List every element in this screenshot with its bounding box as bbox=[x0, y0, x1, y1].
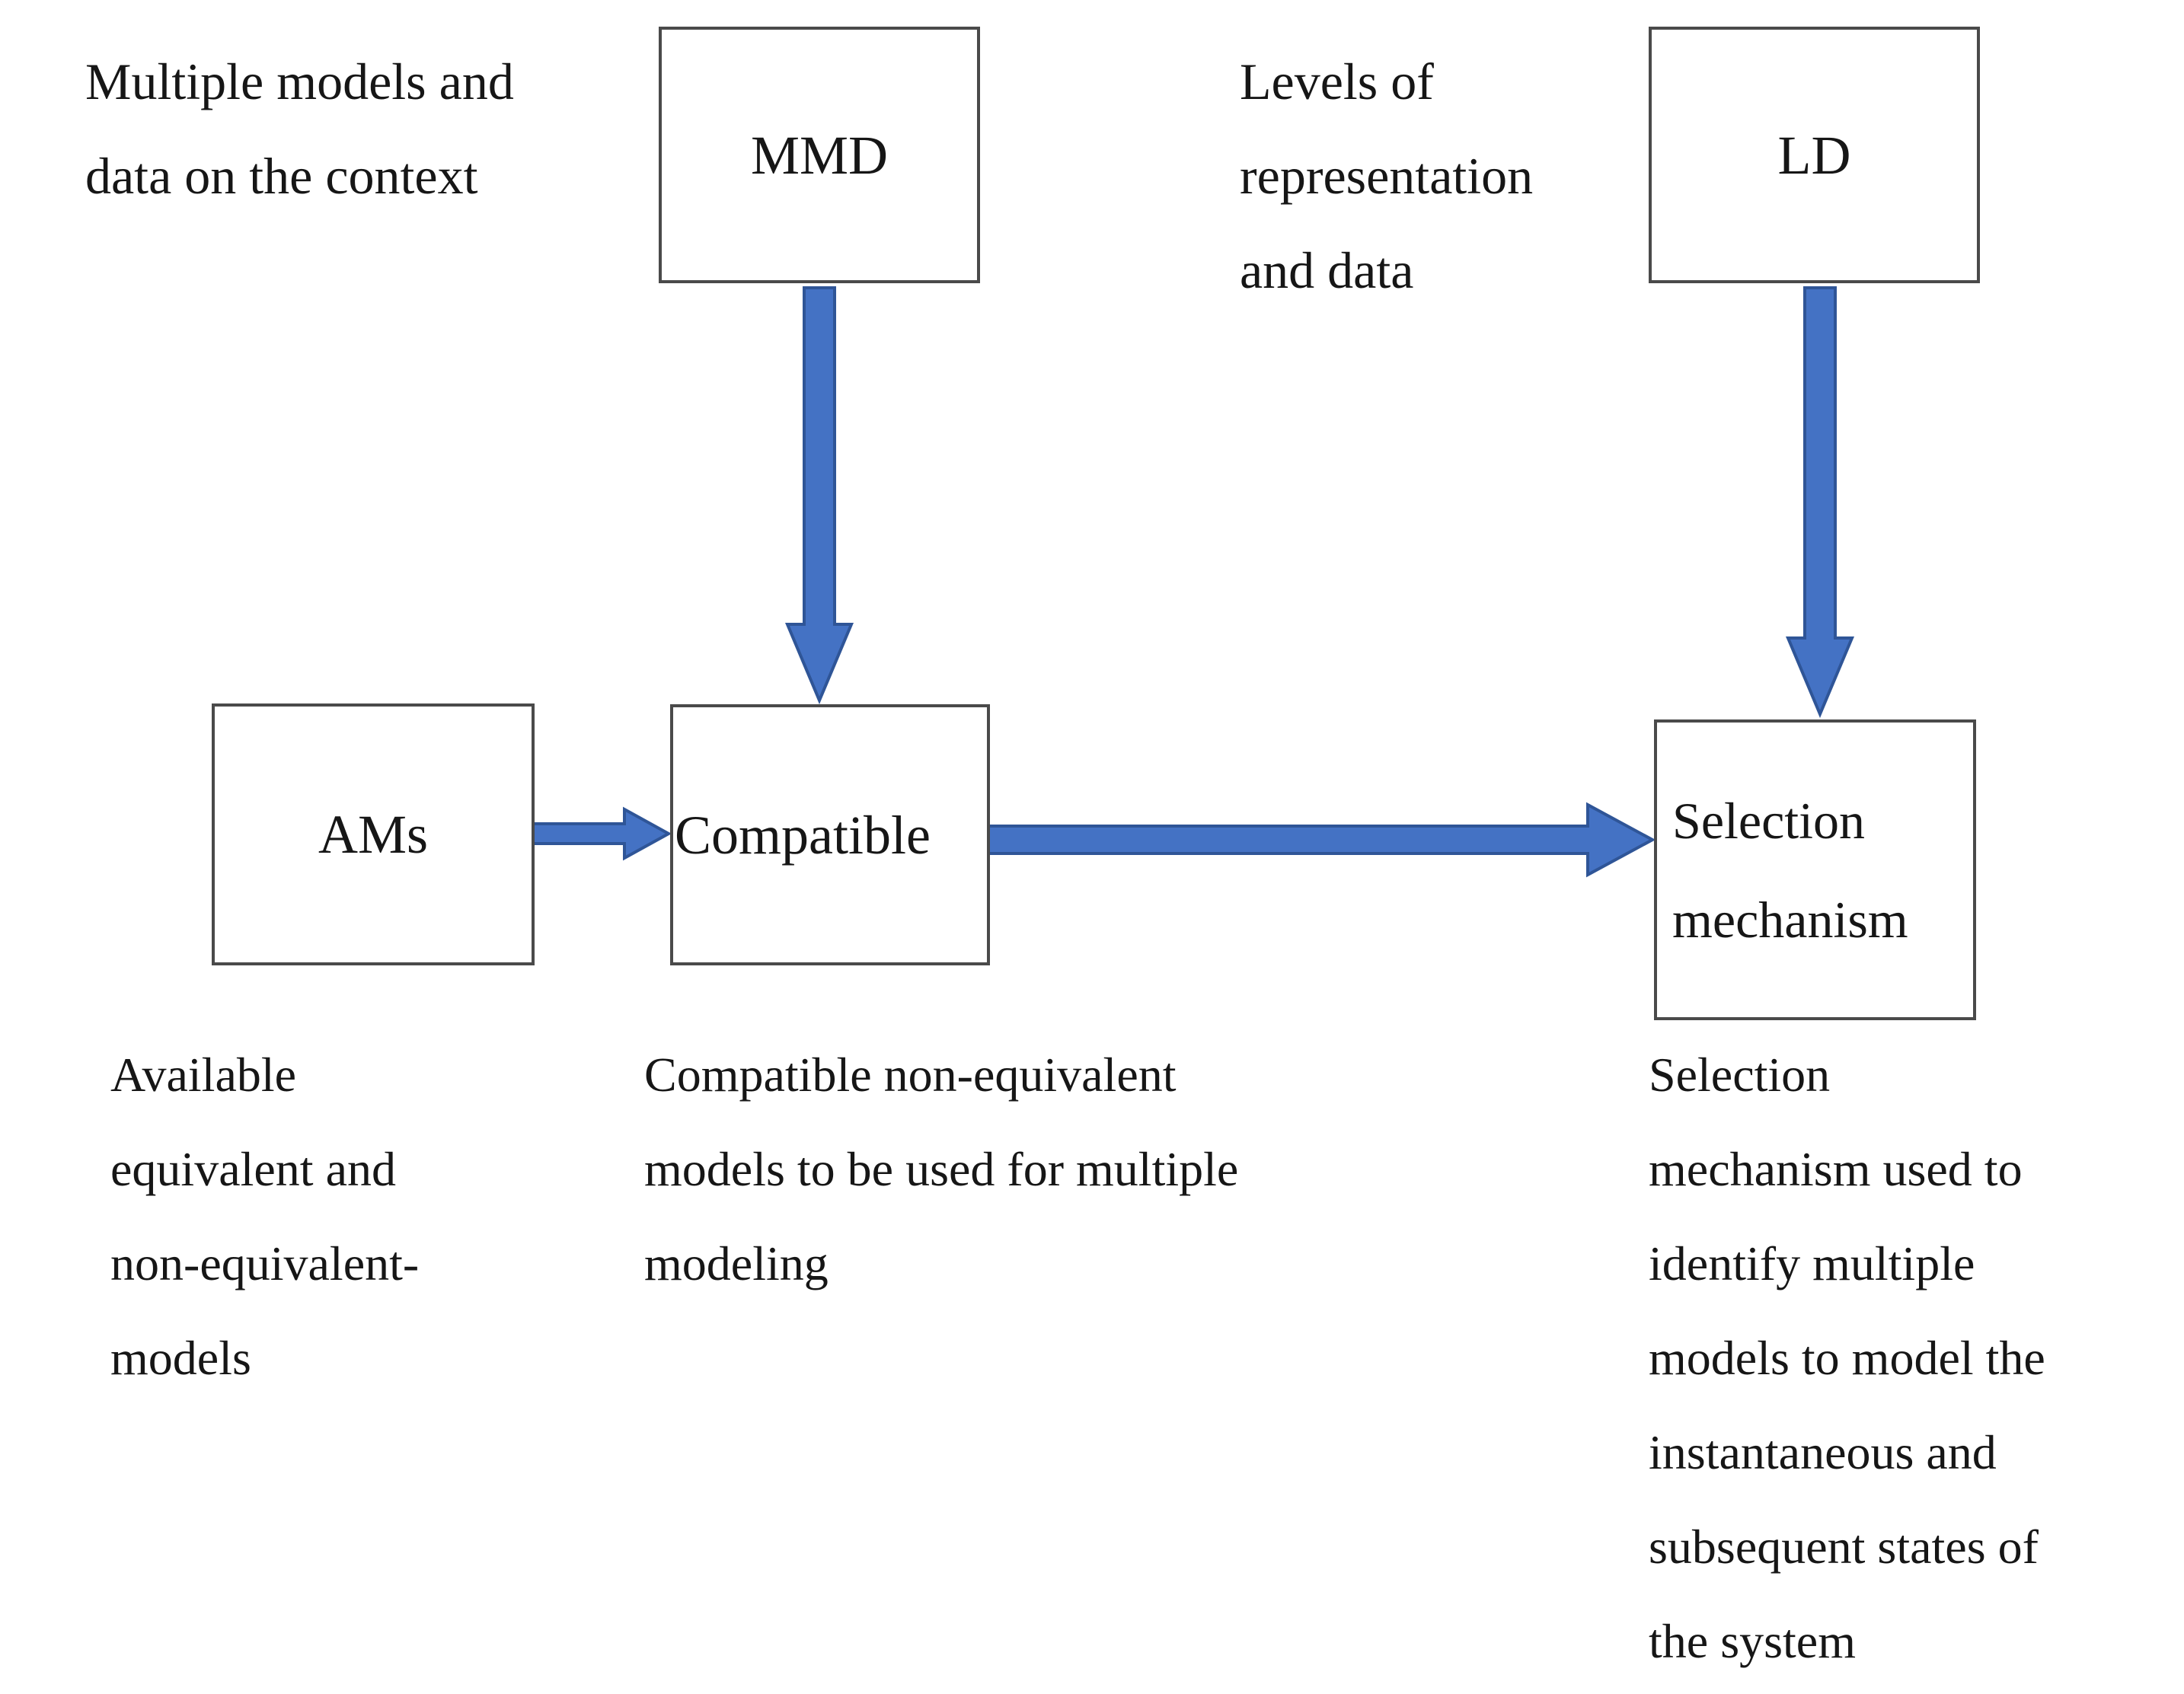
caption-line: non-equivalent- bbox=[110, 1236, 420, 1290]
caption-line: subsequent states of bbox=[1649, 1520, 2039, 1574]
note-line: data on the context bbox=[85, 147, 478, 205]
box-ld: LD bbox=[1649, 27, 1980, 283]
arrow-compatible-to-selection-icon bbox=[985, 802, 1656, 878]
caption-line: Available bbox=[110, 1048, 297, 1102]
caption-ams: Available equivalent and non-equivalent-… bbox=[110, 1028, 419, 1405]
note-levels-of-representation: Levels of representation and data bbox=[1240, 34, 1533, 317]
note-line: and data bbox=[1240, 241, 1414, 299]
box-selection-label-line: Selection bbox=[1672, 791, 1866, 850]
caption-line: Selection bbox=[1649, 1048, 1831, 1102]
box-compatible-label: Compatible bbox=[675, 804, 931, 866]
box-ld-label: LD bbox=[1777, 124, 1851, 186]
note-line: Multiple models and bbox=[85, 53, 514, 110]
note-line: representation bbox=[1240, 147, 1534, 205]
caption-line: instantaneous and bbox=[1649, 1425, 1997, 1479]
caption-selection-mechanism: Selection mechanism used to identify mul… bbox=[1649, 1028, 2045, 1689]
caption-line: modeling bbox=[644, 1236, 829, 1290]
caption-line: Compatible non-equivalent bbox=[644, 1048, 1177, 1102]
arrow-ams-to-compatible-icon bbox=[519, 806, 672, 861]
box-ams: AMs bbox=[212, 703, 535, 965]
caption-compatible: Compatible non-equivalent models to be u… bbox=[644, 1028, 1238, 1311]
box-compatible: Compatible bbox=[670, 704, 990, 965]
caption-line: models bbox=[110, 1331, 251, 1385]
caption-line: models to be used for multiple bbox=[644, 1142, 1239, 1196]
caption-line: the system bbox=[1649, 1614, 1856, 1668]
arrow-ld-to-selection-icon bbox=[1785, 286, 1855, 719]
box-selection-mechanism: Selection mechanism bbox=[1654, 719, 1976, 1020]
caption-line: models to model the bbox=[1649, 1331, 2045, 1385]
caption-line: identify multiple bbox=[1649, 1236, 1975, 1290]
box-ams-label: AMs bbox=[318, 804, 429, 865]
caption-line: mechanism used to bbox=[1649, 1142, 2023, 1196]
note-line: Levels of bbox=[1240, 53, 1434, 110]
box-selection-label-line: mechanism bbox=[1672, 890, 1908, 949]
caption-line: equivalent and bbox=[110, 1142, 396, 1196]
box-mmd: MMD bbox=[659, 27, 980, 283]
arrow-mmd-to-compatible-icon bbox=[784, 286, 854, 705]
box-mmd-label: MMD bbox=[750, 124, 889, 186]
note-multiple-models: Multiple models and data on the context bbox=[85, 34, 514, 223]
